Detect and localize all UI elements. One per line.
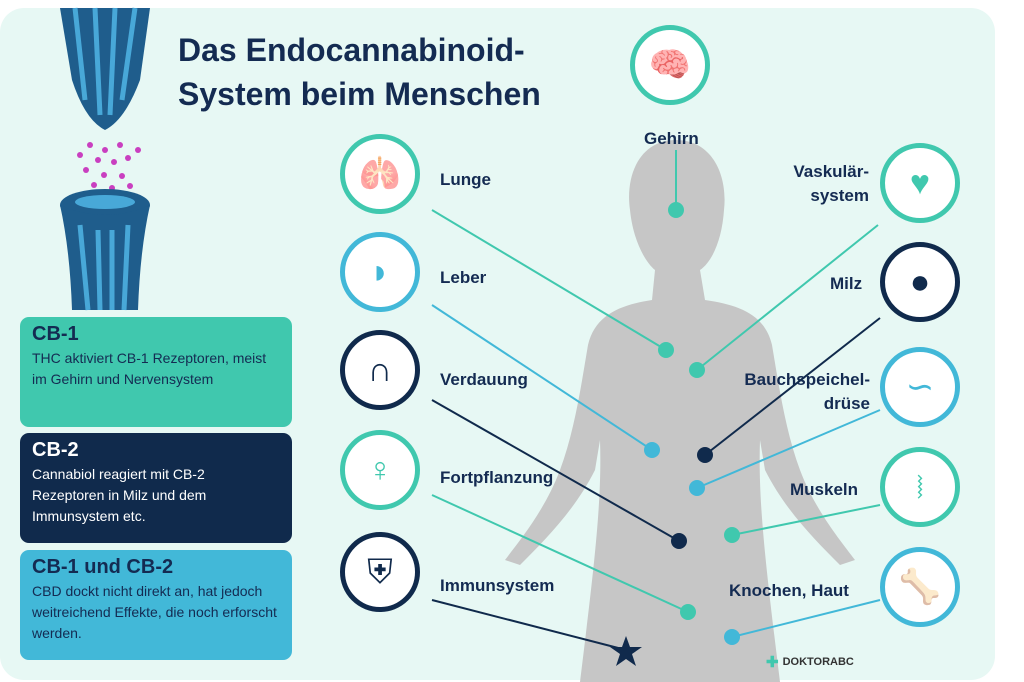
dot-verdauung (671, 533, 687, 549)
muscle-icon: ⧘ (880, 447, 960, 527)
page-title: Das Endocannabinoid-System beim Menschen (178, 32, 541, 112)
label-gehirn: Gehirn (644, 129, 699, 148)
lungs-icon: 🫁 (340, 134, 420, 214)
brain-icon: 🧠 (630, 25, 710, 105)
cb1-cb2-text: CBD dockt nicht direkt an, hat jedoch we… (32, 583, 277, 641)
spleen-icon: ● (880, 242, 960, 322)
dot-bauch (689, 480, 705, 496)
dot-leber (644, 442, 660, 458)
label-vaskular: Vaskulär-system (793, 162, 869, 205)
star-immunsystem (610, 636, 642, 666)
dot-lunge (658, 342, 674, 358)
pancreas-icon: ∽ (880, 347, 960, 427)
heart-icon: ♥ (880, 143, 960, 223)
cb1-text: THC aktiviert CB-1 Rezeptoren, meist im … (32, 350, 267, 387)
dot-muskeln (724, 527, 740, 543)
label-leber: Leber (440, 268, 487, 287)
liver-icon: ◗ (340, 232, 420, 312)
dot-gehirn (668, 202, 684, 218)
dot-fortpflanzung (680, 604, 696, 620)
medical-cross-icon: ✚ (766, 654, 779, 671)
cb1-cb2-title: CB-1 und CB-2 (32, 556, 174, 578)
cb2-text: Cannabiol reagiert mit CB-2 Rezeptoren i… (32, 466, 207, 524)
label-verdauung: Verdauung (440, 370, 528, 389)
label-immunsystem: Immunsystem (440, 576, 555, 595)
cb1-title: CB-1 (32, 323, 79, 345)
cb2-title: CB-2 (32, 439, 79, 461)
immune-shield-icon: ⛨ (340, 532, 420, 612)
dot-knochen (724, 629, 740, 645)
label-knochen: Knochen, Haut (729, 581, 849, 600)
uterus-icon: ♀ (340, 430, 420, 510)
bone-joint-icon: 🦴 (880, 547, 960, 627)
label-milz: Milz (830, 274, 863, 293)
label-muskeln: Muskeln (790, 480, 859, 499)
intestine-icon: ∩ (340, 330, 420, 410)
label-fortpflanzung: Fortpflanzung (440, 468, 554, 487)
dot-vaskular (689, 362, 705, 378)
logo-text: DOKTORABC (782, 656, 854, 668)
label-lunge: Lunge (440, 170, 491, 189)
label-bauch: Bauchspeichel-drüse (744, 370, 870, 413)
logo: ✚DOKTORABC (766, 653, 854, 671)
dot-milz (697, 447, 713, 463)
